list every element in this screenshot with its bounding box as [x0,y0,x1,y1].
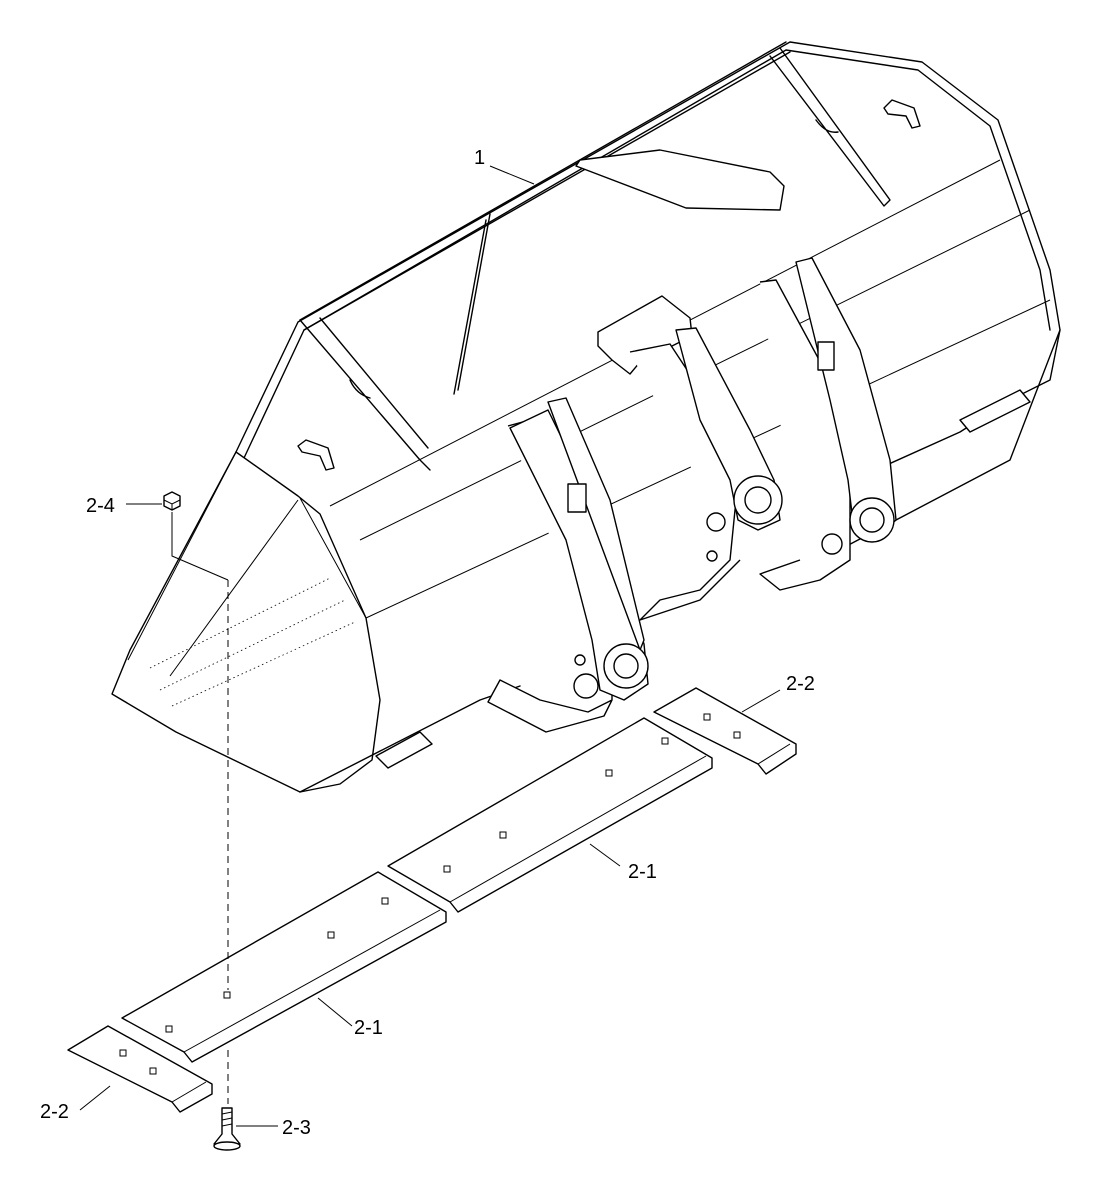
bolt-hole [443,865,451,873]
nut [163,491,181,511]
bucket-top-plate [235,41,1061,471]
corner-wear-plate-right [959,389,1031,433]
top-gusset [575,149,785,211]
spill-guard [299,41,791,331]
lift-tab-left [297,439,335,471]
callout-label-nut: 2-4 [86,495,115,517]
ear-left-pin-hole [613,653,639,679]
corner-wear-plate [375,731,433,769]
side-plate-left [111,451,381,793]
brace-right [769,47,891,207]
ear-right-pin-hole [859,507,885,533]
callout-label-bucket: 1 [474,147,485,169]
bolt-hole [223,991,231,999]
ear-left-slot [567,483,587,513]
ear-right-outer [759,279,851,591]
callouts: 1 2-1 2-1 2-2 2-2 2-3 2-4 [40,147,815,1139]
lift-tab-right [883,99,921,129]
plow-bolt [213,1107,241,1151]
bolt-hole [703,713,711,721]
hardware [163,491,241,1151]
cutting-edge-center [387,717,713,913]
ear-right-slot [817,341,835,371]
brace-left [299,317,431,471]
bolt-hole [327,931,335,939]
ear-right-hole [821,533,843,555]
callout-label-plow-bolt: 2-3 [282,1117,311,1139]
side-plate-bevel [127,451,367,677]
hidden-bolt-line [149,577,356,707]
grease-fitting-center [706,550,718,562]
bolt-hole [661,737,669,745]
ear-center-pin-hole [744,486,772,514]
bolt-hole [605,769,613,777]
ear-left-hole [573,673,599,699]
ear-center-hole [706,512,726,532]
bolt-hole [165,1025,173,1033]
bolt-hole [499,831,507,839]
callout-label-end-bit-left: 2-2 [40,1101,69,1123]
bucket [111,41,1061,793]
cutting-edges [67,687,797,1113]
bolt-hole [733,731,741,739]
callout-label-end-bit-right: 2-2 [786,673,815,695]
bolt-hole [149,1067,157,1075]
grease-fitting-left [574,654,586,666]
bolt-hole [119,1049,127,1057]
callout-label-cutting-edge-left: 2-1 [354,1017,383,1039]
cutting-edge-left [121,871,447,1063]
brace-center [453,213,491,395]
bolt-hole [381,897,389,905]
ear-left-inner [547,397,645,651]
callout-label-cutting-edge-center: 2-1 [628,861,657,883]
